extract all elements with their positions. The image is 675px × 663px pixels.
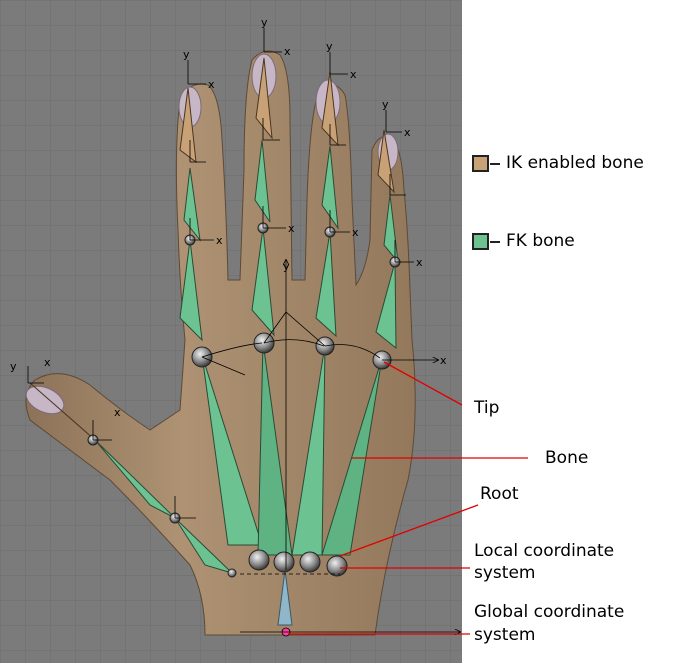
y-axis-letter: y xyxy=(283,260,290,273)
x-axis-letter: x xyxy=(288,222,295,235)
y-axis-letter: y xyxy=(183,48,190,61)
x-axis-letter: x xyxy=(404,126,411,139)
ik-legend-label: IK enabled bone xyxy=(506,153,644,173)
root-label: Root xyxy=(480,484,519,504)
fk-legend-line xyxy=(490,241,500,243)
ik-swatch xyxy=(472,155,489,172)
x-axis-letter: x xyxy=(416,256,423,269)
local-coord-label-1: Local coordinate xyxy=(474,541,614,561)
global-coord-label-1: Global coordinate xyxy=(474,602,624,622)
y-axis-letter: y xyxy=(10,360,17,373)
fk-swatch xyxy=(472,233,489,250)
global-coord-label-2: system xyxy=(474,625,535,645)
y-axis-letter: y xyxy=(326,40,333,53)
x-axis-letter: x xyxy=(114,406,121,419)
local-coord-label-2: system xyxy=(474,563,535,583)
bone-label: Bone xyxy=(545,448,588,468)
x-axis-letter: x xyxy=(440,354,447,367)
x-axis-letter: x xyxy=(208,78,215,91)
x-axis-letter: x xyxy=(350,68,357,81)
x-axis-letter: x xyxy=(352,226,359,239)
fk-legend-label: FK bone xyxy=(506,231,575,251)
x-axis-letter: x xyxy=(216,234,223,247)
y-axis-letter: y xyxy=(261,16,268,29)
tip-label: Tip xyxy=(474,398,499,418)
x-axis-letter: x xyxy=(284,45,291,58)
y-axis-letter: y xyxy=(382,98,389,111)
x-axis-letter: x xyxy=(44,356,51,369)
ik-legend-line xyxy=(490,163,500,165)
